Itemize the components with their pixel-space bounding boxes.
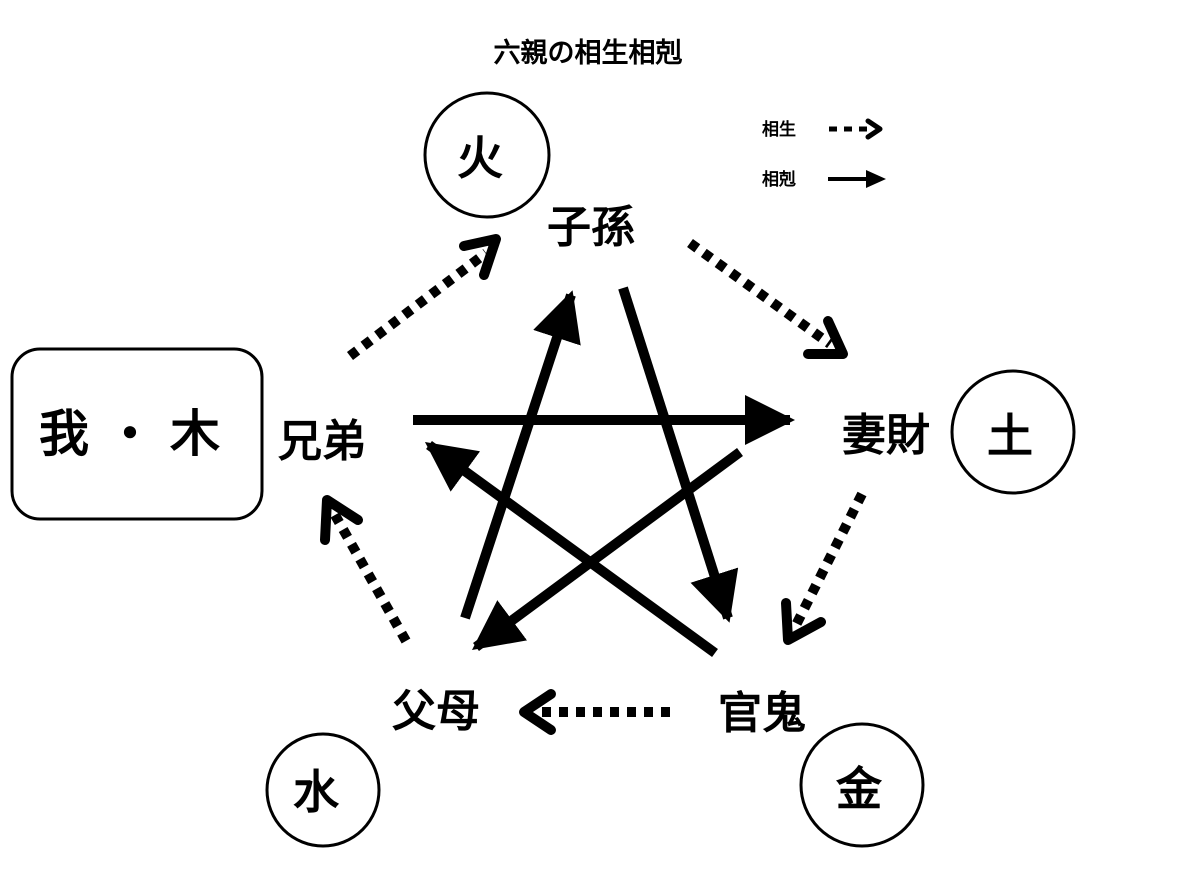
self-label-wood: 木 xyxy=(170,405,220,463)
legend-solid-arrow-icon xyxy=(828,170,886,188)
relation-siblings-label: 兄弟 xyxy=(278,416,366,467)
generating-arrows xyxy=(320,234,867,735)
relation-parents-label: 父母 xyxy=(392,686,480,737)
element-metal-label: 金 xyxy=(835,762,883,816)
element-water-circle: 水 xyxy=(265,732,381,848)
overcome-arrow-officer-to-siblings xyxy=(424,440,718,658)
element-fire-label: 火 xyxy=(457,131,503,185)
generate-arrow-parents-to-siblings xyxy=(320,495,411,644)
element-water-label: 水 xyxy=(293,765,340,819)
relation-officer-label: 官鬼 xyxy=(718,688,806,739)
legend-overcome-label: 相剋 xyxy=(762,169,796,190)
self-label-me: 我 xyxy=(39,405,89,463)
relation-offspring-label: 子孫 xyxy=(547,202,635,253)
overcome-arrow-parents-to-offspring xyxy=(460,290,581,620)
generate-arrow-offspring-to-wealth xyxy=(687,238,848,359)
self-label-dot: ・ xyxy=(105,405,155,463)
overcome-arrow-offspring-to-officer xyxy=(618,286,739,623)
element-earth-circle: 土 xyxy=(950,369,1076,495)
element-earth-label: 土 xyxy=(987,409,1033,463)
element-metal-circle: 金 xyxy=(799,722,925,848)
legend-dashed-arrow-icon xyxy=(829,118,883,140)
relation-wealth-label: 妻財 xyxy=(842,410,930,461)
element-fire-circle: 火 xyxy=(423,91,551,219)
generate-arrow-wealth-to-officer xyxy=(781,491,867,645)
legend-generate-label: 相生 xyxy=(762,119,796,140)
generate-arrow-siblings-to-offspring xyxy=(346,234,501,360)
diagram-title: 六親の相生相剋 xyxy=(494,38,683,69)
generate-arrow-officer-to-parents xyxy=(519,689,670,735)
legend: 相生 相剋 xyxy=(762,118,886,190)
overcome-arrow-wealth-to-parents xyxy=(471,447,743,652)
self-box: 我 ・ 木 xyxy=(10,347,264,521)
overcoming-arrows xyxy=(413,286,795,658)
